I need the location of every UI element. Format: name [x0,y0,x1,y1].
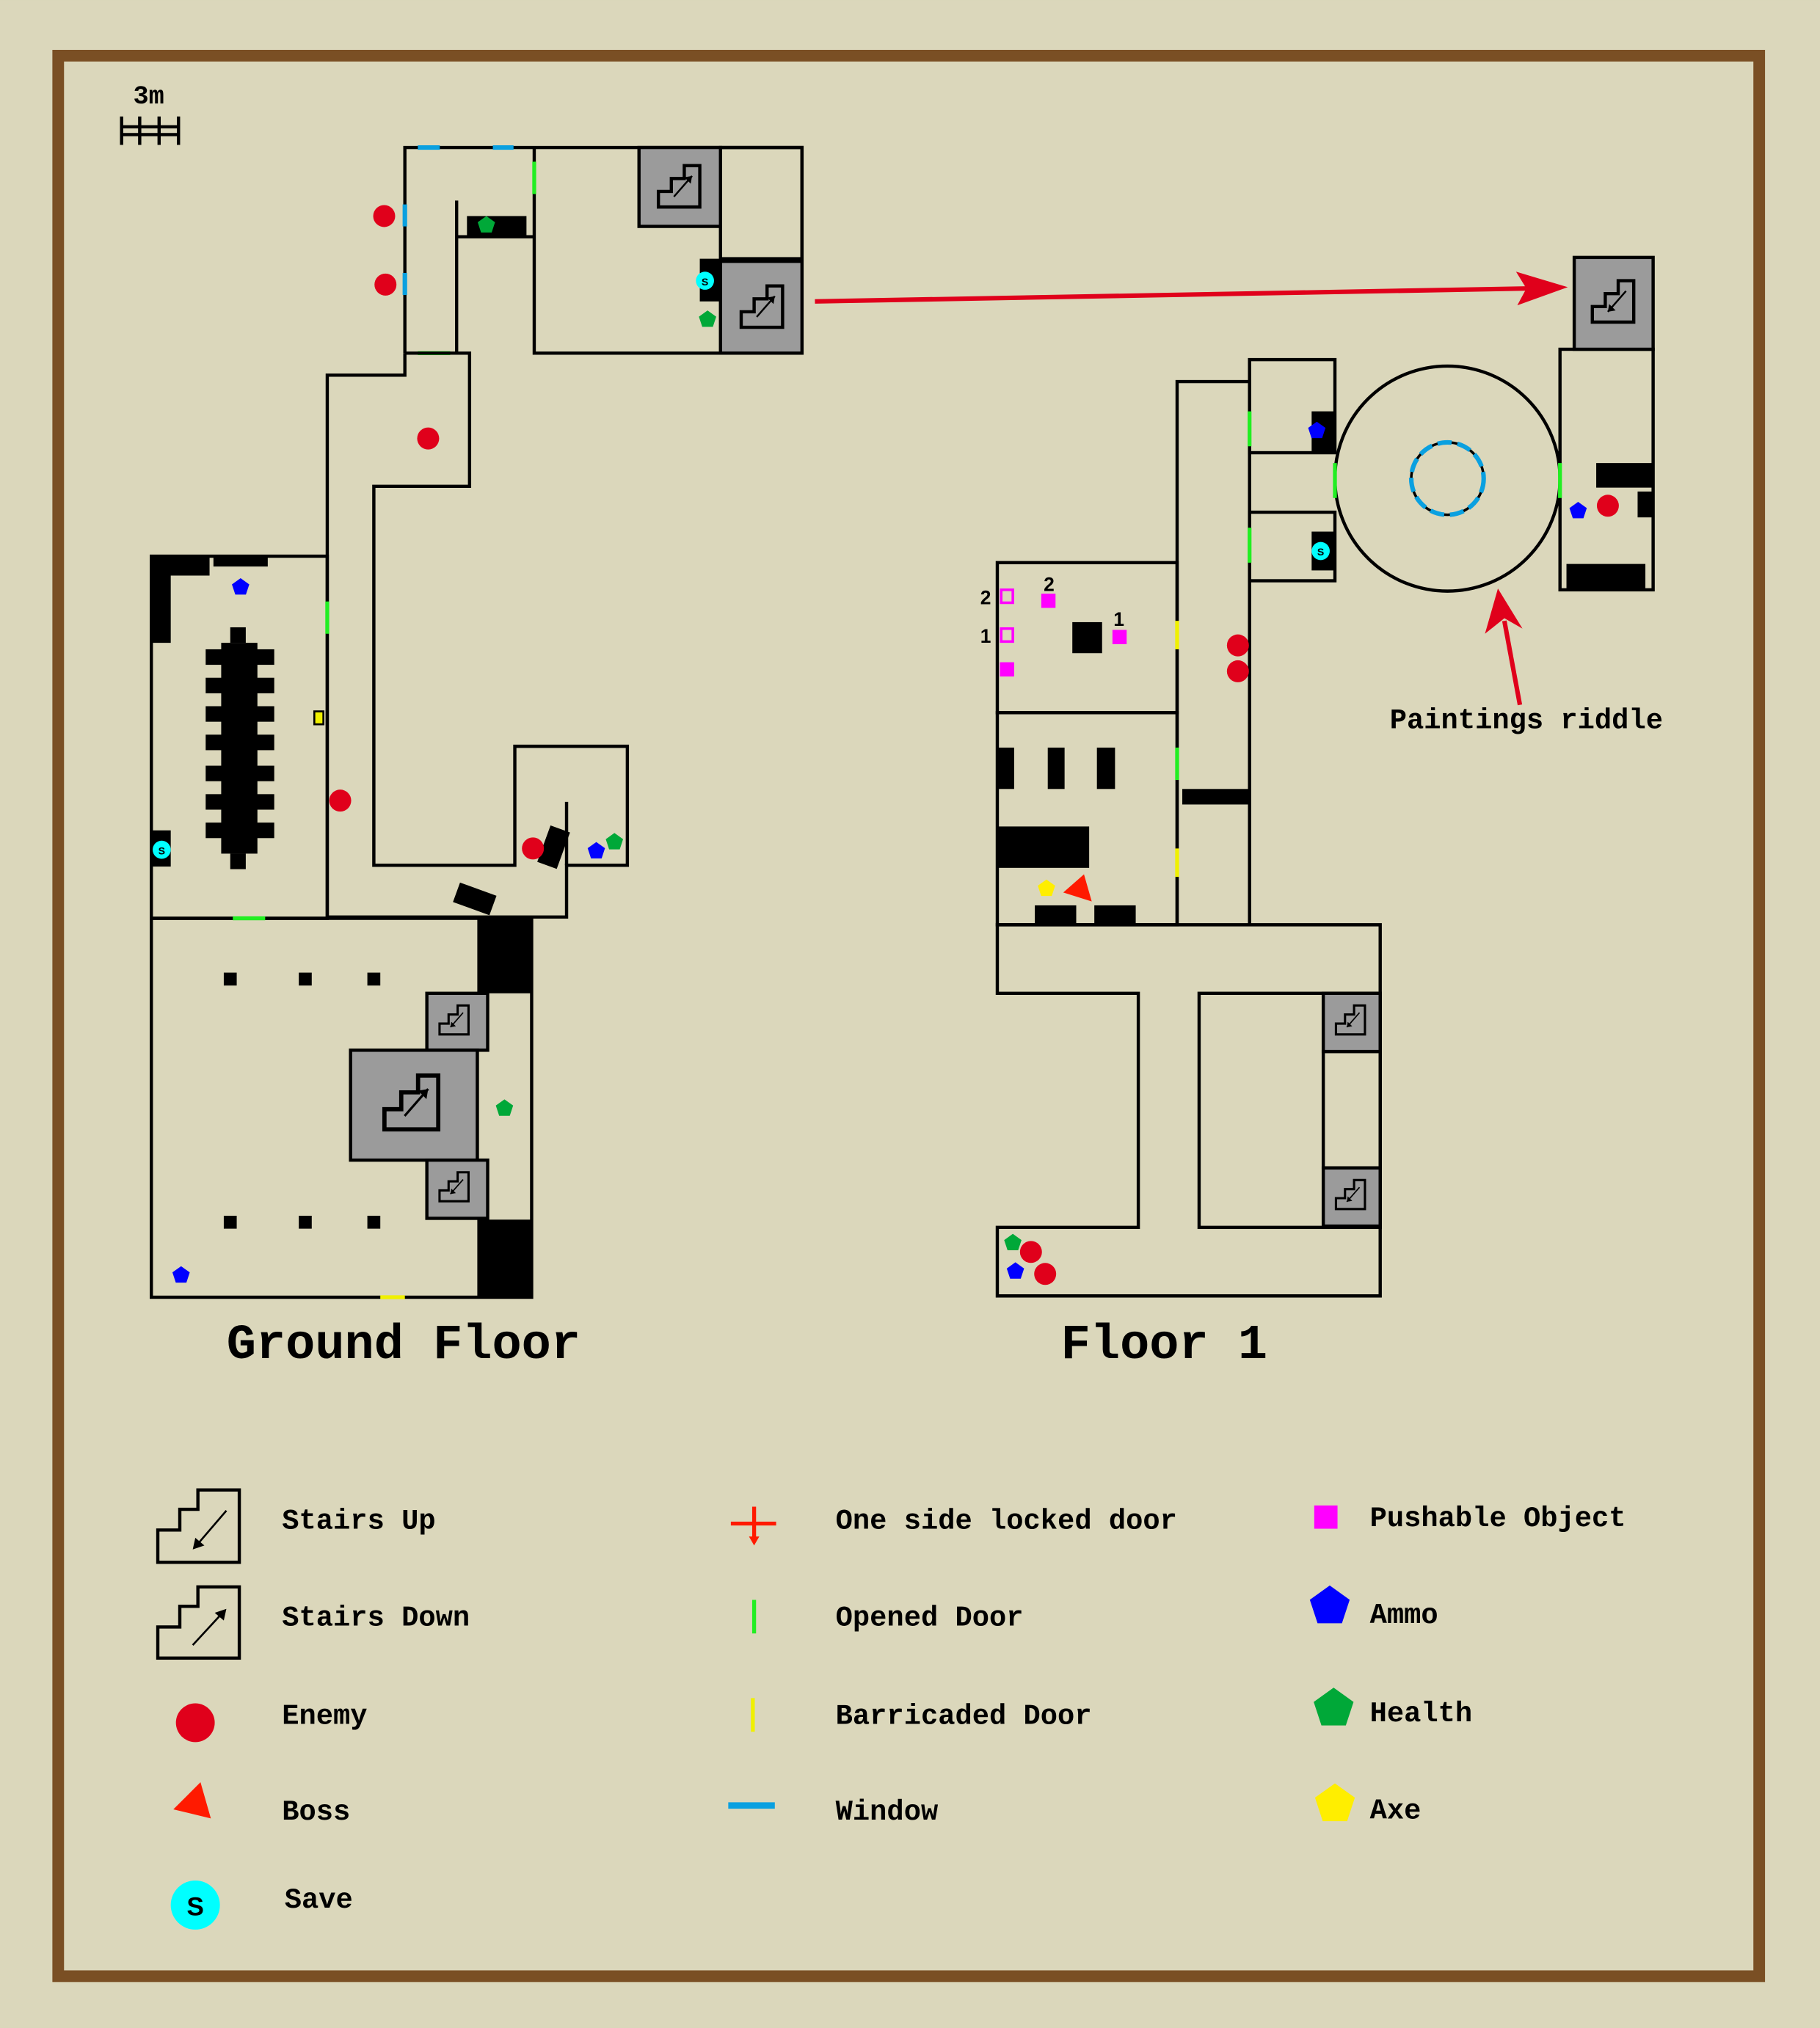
svg-text:Barricaded Door: Barricaded Door [836,1701,1092,1733]
legend-pushable: Pushable Object [1314,1503,1626,1535]
floor-1-map: 2 1 2 1 S Paintings riddle Floor 1 [980,255,1663,1374]
stairs-up[interactable] [425,1158,489,1220]
furniture-block [477,918,532,993]
stairs-up[interactable] [1321,991,1382,1054]
dining-table [151,556,274,869]
boss-marker [1063,874,1092,902]
furniture-block [467,216,527,237]
locked-door-icon [730,1506,776,1542]
svg-text:Enemy: Enemy [282,1701,367,1733]
ground-floor-title: Ground Floor [227,1318,580,1374]
legend-save: S Save [170,1880,353,1930]
svg-text:Boss: Boss [282,1796,350,1828]
svg-text:1: 1 [980,625,991,647]
svg-text:Axe: Axe [1370,1795,1422,1827]
legend-opened-door: Opened Door [751,1600,1024,1635]
paintings-windows [1408,439,1486,517]
svg-text:Stairs Up: Stairs Up [282,1506,435,1538]
legend-boss: Boss [173,1781,350,1828]
stairs-down[interactable] [637,145,722,228]
scale-label: 3m [134,82,164,112]
floor-1-title: Floor 1 [1061,1318,1267,1374]
legend: Stairs Up Stairs Down Enemy Boss S Save … [156,1488,1626,1930]
svg-text:S: S [1317,546,1324,558]
legend-stairs-down: Stairs Down [156,1585,470,1660]
paintings-arrow [1485,588,1523,706]
stairs-down-icon [156,1585,241,1660]
svg-text:Ammo: Ammo [1370,1600,1438,1632]
pushable-labels: 2 1 2 1 [980,574,1124,648]
map-frame [52,49,1766,1983]
furniture-blocks [997,411,1653,925]
pushable-objects[interactable] [1000,588,1127,676]
svg-text:One side locked door: One side locked door [836,1506,1177,1538]
stairs-up-icon [156,1488,241,1564]
pushable-icon [1314,1505,1338,1529]
stairs-down[interactable] [718,259,804,355]
stairs-connection-arrow [815,271,1568,306]
stairs-up[interactable] [1572,255,1655,351]
enemies [329,205,545,860]
svg-text:1: 1 [1113,608,1124,630]
svg-text:S: S [702,276,708,288]
enemy-icon [175,1703,215,1743]
opened-doors[interactable] [1175,411,1562,780]
ground-floor-map: S S Ground Floor [150,145,804,1374]
boss-icon [173,1781,211,1819]
furniture-block [477,1219,532,1298]
legend-locked-door: One side locked door [730,1506,1177,1546]
furniture-block [537,825,570,869]
save-icon [170,1880,220,1930]
paintings-riddle-label: Paintings riddle [1390,704,1663,737]
svg-text:2: 2 [980,586,991,608]
legend-window: Window [728,1796,939,1828]
svg-text:2: 2 [1044,574,1055,596]
legend-health: Health [1314,1688,1472,1730]
scale-bar: 3m [120,82,181,145]
stairs-down[interactable] [349,1048,479,1162]
legend-barricaded-door: Barricaded Door [751,1698,1092,1733]
legend-stairs-up: Stairs Up [156,1488,436,1564]
pillars [223,972,381,1229]
svg-text:S: S [186,1893,204,1922]
legend-ammo: Ammo [1309,1585,1438,1632]
svg-text:Save: Save [285,1884,353,1916]
svg-text:Window: Window [836,1796,939,1828]
svg-text:Opened Door: Opened Door [836,1602,1024,1635]
svg-text:S: S [159,845,165,856]
legend-axe: Axe [1314,1783,1422,1827]
legend-enemy: Enemy [175,1701,368,1743]
save-points: S S [152,271,714,859]
enemies [1019,495,1619,1285]
svg-text:Stairs Down: Stairs Down [282,1602,470,1635]
stairs-up[interactable] [425,991,489,1052]
barricaded-door[interactable] [313,710,324,726]
svg-text:Pushable Object: Pushable Object [1370,1503,1626,1535]
windows [402,145,514,295]
furniture-block [453,882,497,916]
svg-text:Health: Health [1370,1698,1473,1730]
save-point: S [1311,541,1330,561]
